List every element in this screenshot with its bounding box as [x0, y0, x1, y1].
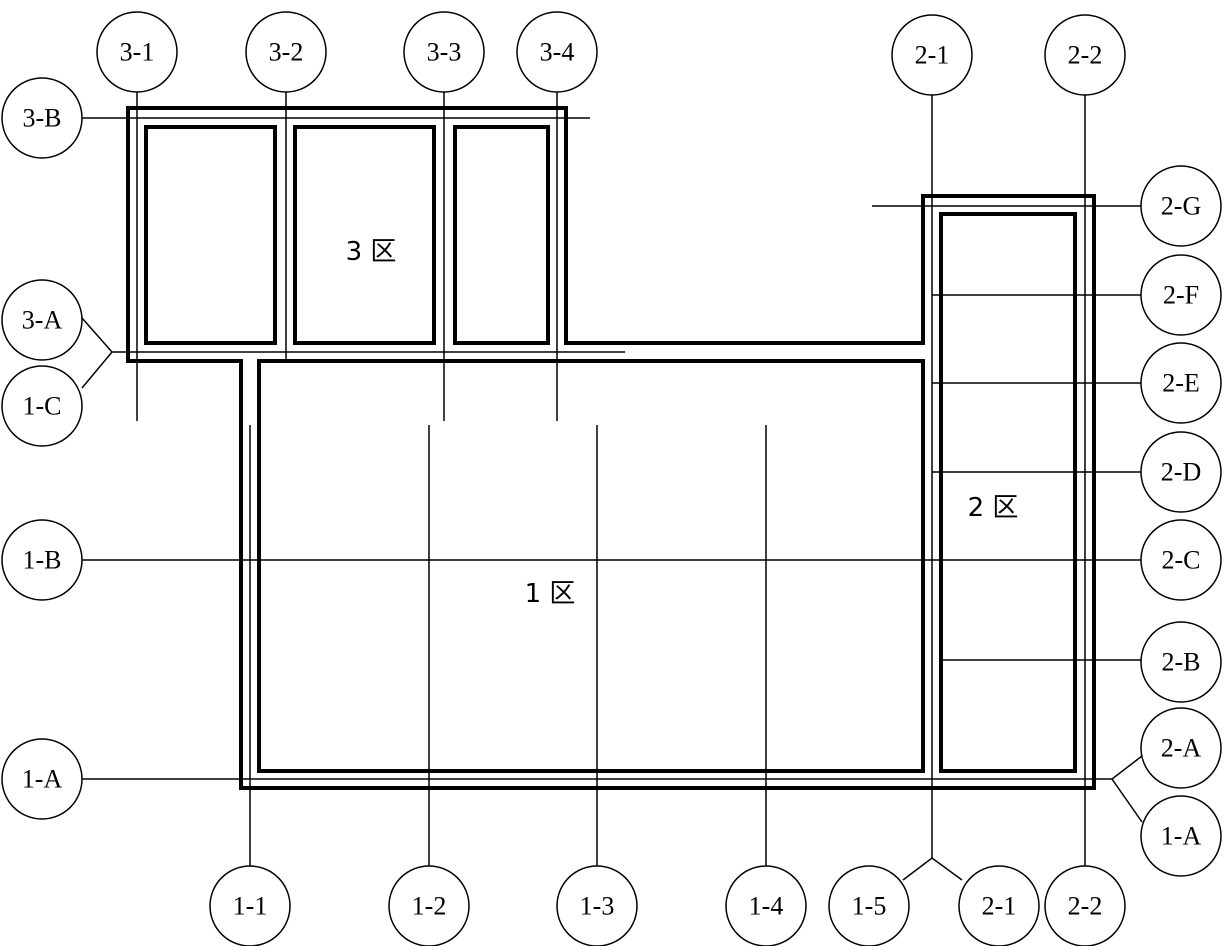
axis-label-1-C: 1-C — [23, 392, 62, 421]
axis-bubble-3-4: 3-4 — [516, 11, 598, 93]
axis-bubble-1-4: 1-4 — [725, 865, 807, 946]
axis-bubble-3-1: 3-1 — [96, 11, 178, 93]
axis-label-3-1: 3-1 — [120, 38, 155, 67]
axis-bubble-3-3: 3-3 — [403, 11, 485, 93]
axis-bubble-2-1-bottom: 2-1 — [958, 865, 1040, 946]
axis-label-2-B: 2-B — [1162, 648, 1201, 677]
axis-bubble-3-B: 3-B — [1, 77, 83, 159]
axis-label-2-E: 2-E — [1162, 369, 1200, 398]
axis-bubble-2-2-top: 2-2 — [1044, 14, 1126, 96]
axis-bubble-2-2-bottom: 2-2 — [1044, 865, 1126, 946]
axis-bubble-2-F: 2-F — [1140, 254, 1222, 336]
axis-bubble-1-5: 1-5 — [828, 865, 910, 946]
axis-label-2-2-top: 2-2 — [1068, 41, 1103, 70]
axis-label-3-3: 3-3 — [427, 38, 462, 67]
axis-label-1-1: 1-1 — [233, 892, 268, 921]
leader-3-A-1-C — [81, 317, 113, 389]
axis-bubble-1-3: 1-3 — [556, 865, 638, 946]
axis-label-1-4: 1-4 — [749, 892, 784, 921]
axis-bubble-1-1: 1-1 — [209, 865, 291, 946]
axis-label-1-A-left: 1-A — [22, 765, 63, 794]
zone3-room-2 — [293, 125, 436, 345]
axis-bubble-1-C: 1-C — [1, 365, 83, 447]
zone-labels: 3 区 1 区 2 区 — [346, 237, 1019, 609]
axis-bubble-2-A: 2-A — [1140, 707, 1222, 789]
axis-label-3-4: 3-4 — [540, 38, 575, 67]
axis-bubble-2-D: 2-D — [1140, 431, 1222, 513]
walls — [126, 106, 1096, 790]
axis-label-1-3: 1-3 — [580, 892, 615, 921]
zone2-label: 2 区 — [968, 493, 1019, 523]
axis-label-3-B: 3-B — [23, 104, 62, 133]
axis-label-2-F: 2-F — [1163, 281, 1199, 310]
axis-bubble-1-A-left: 1-A — [1, 738, 83, 820]
zone3-room-3 — [453, 125, 550, 345]
axis-label-2-1-bottom: 2-1 — [982, 892, 1017, 921]
axis-label-2-2-bottom: 2-2 — [1068, 892, 1103, 921]
axis-bubble-1-A-right: 1-A — [1140, 795, 1222, 877]
zone2-room — [939, 212, 1077, 773]
axis-label-2-C: 2-C — [1162, 546, 1201, 575]
zone1-label: 1 区 — [525, 579, 576, 609]
axis-bubble-2-1-top: 2-1 — [891, 14, 973, 96]
zone3-room-1 — [144, 125, 277, 345]
axis-lines — [81, 92, 1143, 881]
axis-bubble-2-C: 2-C — [1140, 519, 1222, 601]
axis-bubble-3-A: 3-A — [1, 279, 83, 361]
axis-bubble-2-B: 2-B — [1140, 621, 1222, 703]
axis-label-1-2: 1-2 — [412, 892, 447, 921]
zone1-room — [257, 359, 925, 773]
axis-label-1-5: 1-5 — [852, 892, 887, 921]
axis-label-3-A: 3-A — [22, 306, 63, 335]
axis-label-2-A: 2-A — [1161, 734, 1202, 763]
leader-2-A-1-A — [1110, 755, 1143, 823]
leader-1-5-2-1 — [902, 857, 963, 881]
axis-bubble-1-B: 1-B — [1, 519, 83, 601]
axis-bubble-2-G: 2-G — [1140, 165, 1222, 247]
axis-label-2-G: 2-G — [1161, 192, 1201, 221]
axis-label-2-D: 2-D — [1161, 458, 1201, 487]
axis-label-1-A-right: 1-A — [1161, 822, 1202, 851]
axis-label-1-B: 1-B — [23, 546, 62, 575]
zone3-label: 3 区 — [346, 237, 397, 267]
axis-label-2-1-top: 2-1 — [915, 41, 950, 70]
axis-bubbles: 3-1 3-2 3-3 3-4 2-1 2-2 3-B 3-A — [1, 11, 1222, 946]
axis-bubble-2-E: 2-E — [1140, 342, 1222, 424]
outer-wall — [126, 106, 1096, 790]
axis-bubble-1-2: 1-2 — [388, 865, 470, 946]
axis-bubble-3-2: 3-2 — [245, 11, 327, 93]
axis-label-3-2: 3-2 — [269, 38, 304, 67]
